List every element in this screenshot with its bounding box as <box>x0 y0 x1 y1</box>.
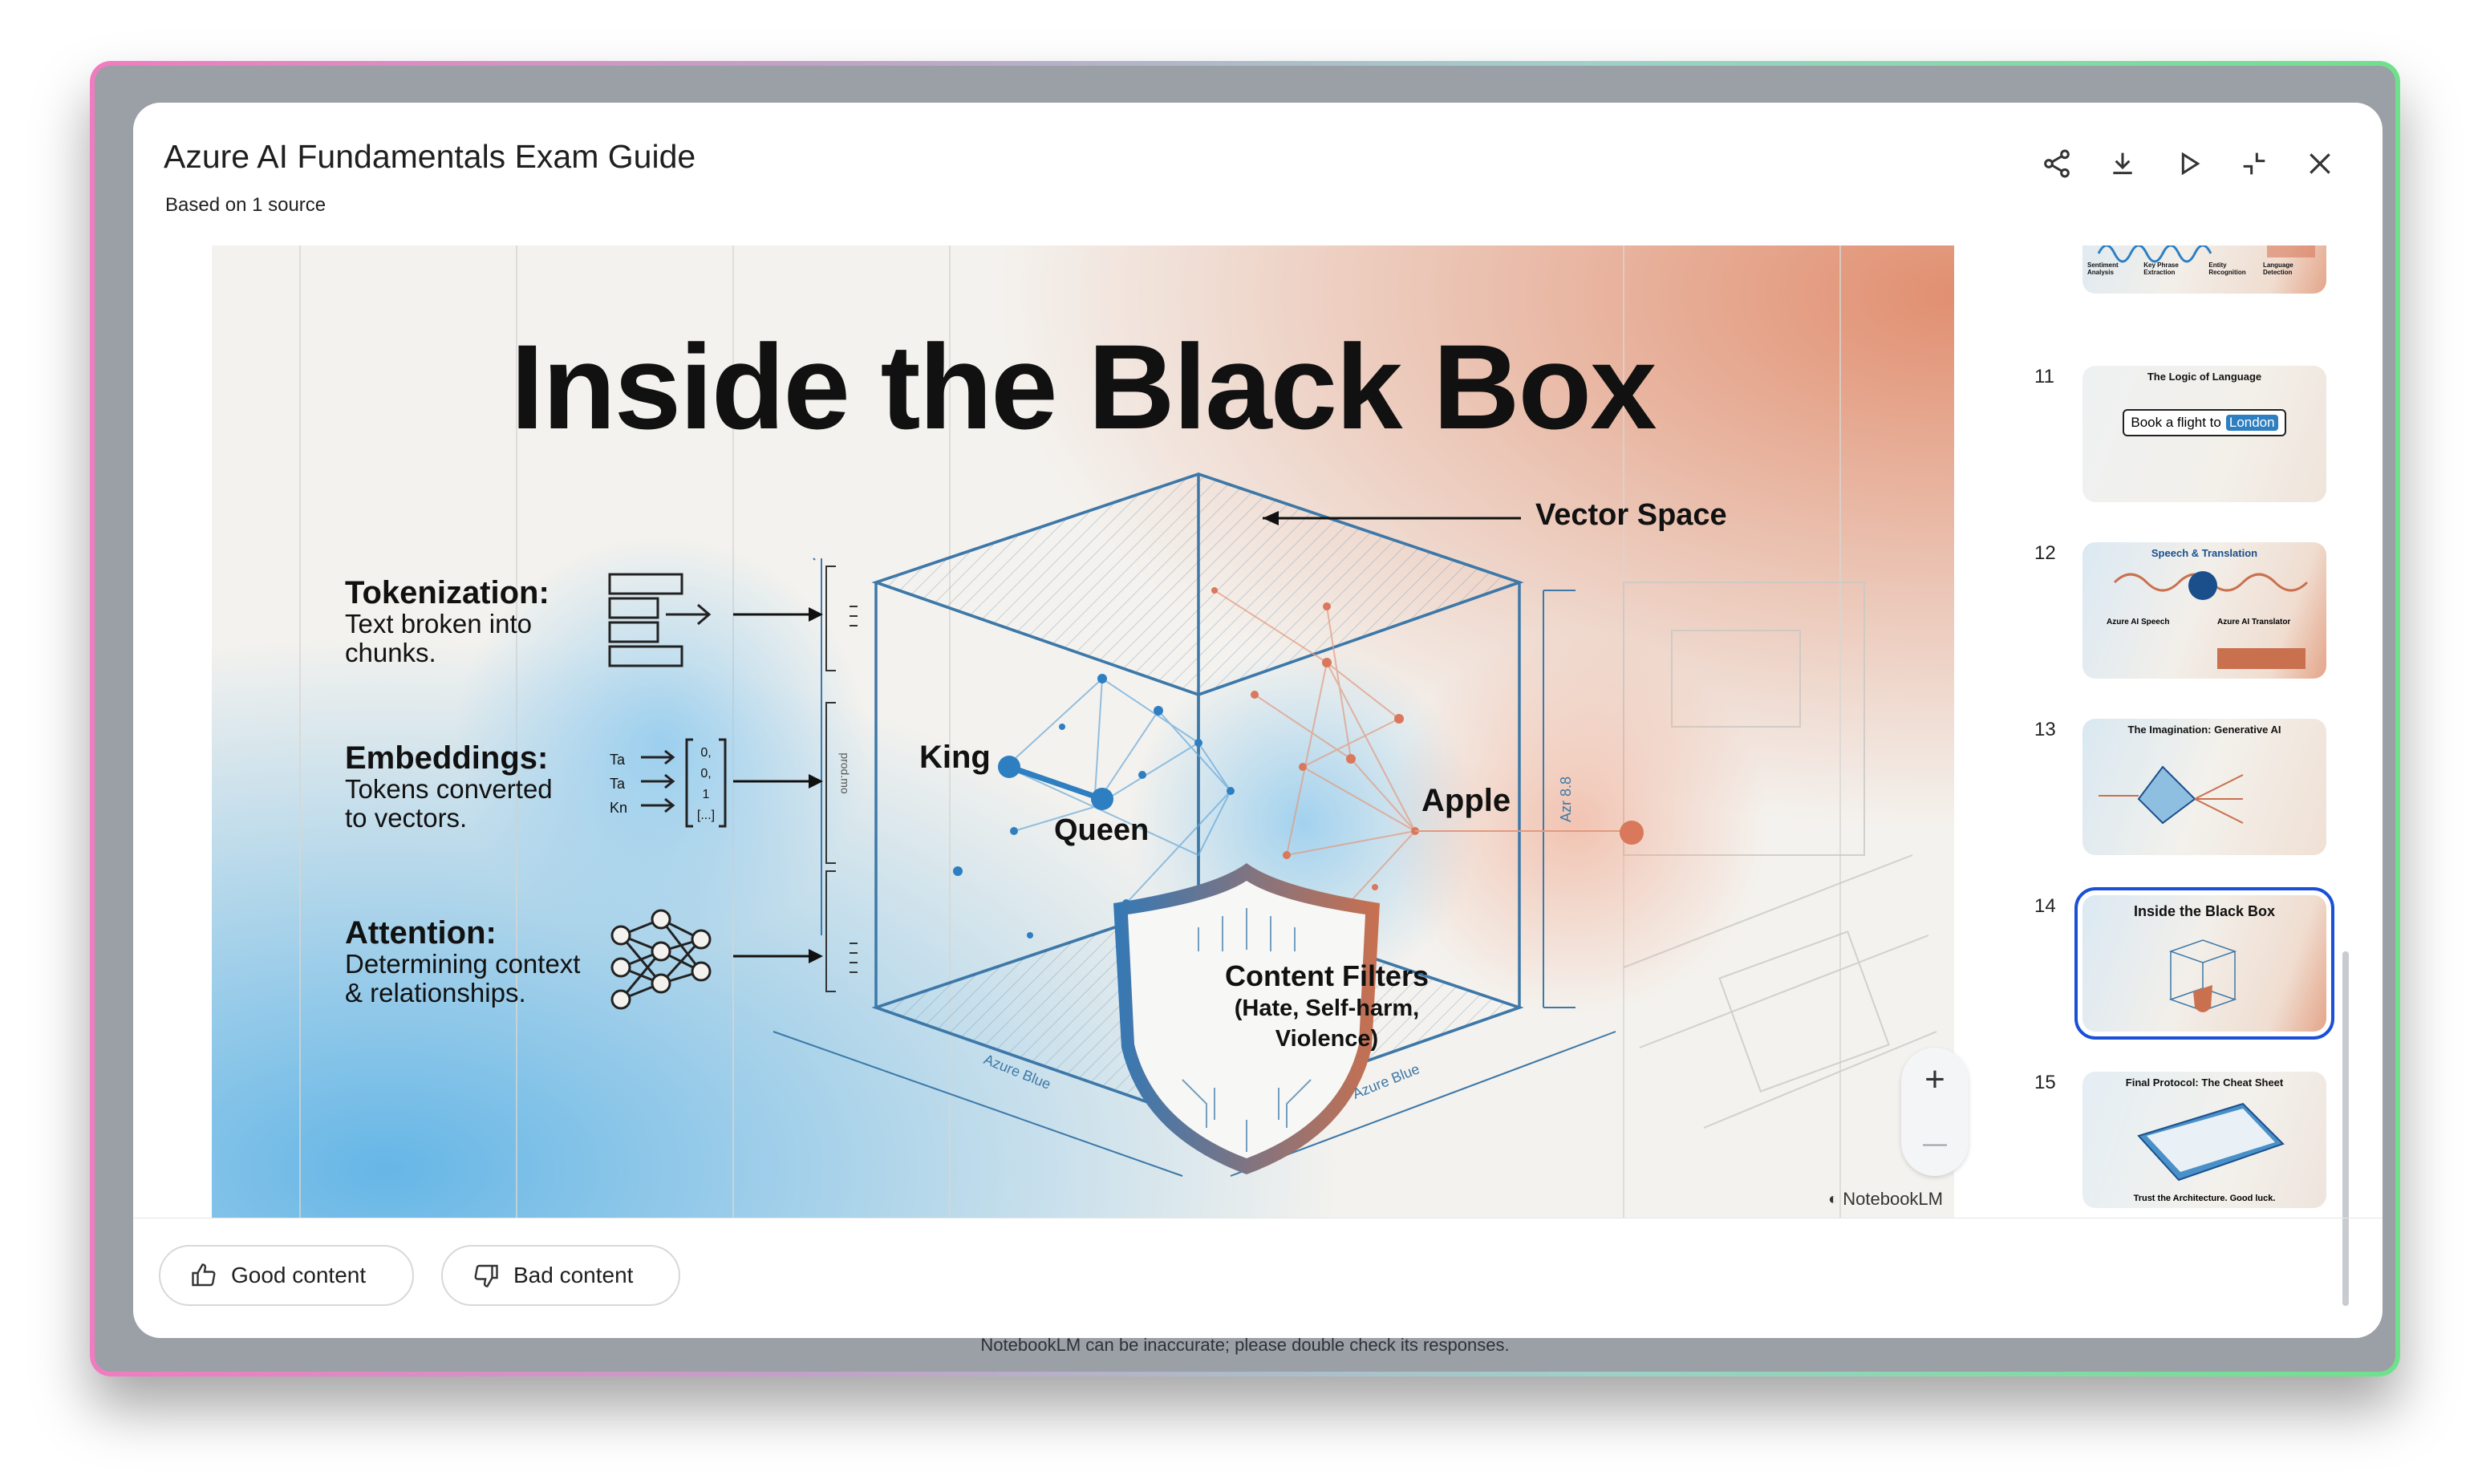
thumbnail-number: 14 <box>2034 895 2056 917</box>
good-content-label: Good content <box>231 1263 367 1287</box>
source-count: Based on 1 source <box>165 194 326 216</box>
embeddings-desc-2: to vectors. <box>345 803 468 833</box>
plus-icon: + <box>1924 1060 1945 1099</box>
zoom-in-button[interactable]: + <box>1901 1048 1969 1112</box>
thumb-label: Language Detection <box>2262 262 2293 276</box>
thumbnail-title: Final Protocol: The Cheat Sheet <box>2125 1077 2284 1089</box>
notebooklm-brand: ◐ NotebookLM <box>1828 1189 1943 1210</box>
download-button[interactable] <box>2099 140 2147 188</box>
thumbnail-number: 12 <box>2034 542 2056 564</box>
thumbnail-title: The Imagination: Generative AI <box>2127 724 2281 736</box>
thumb-phrase-a: Book a flight to <box>2131 415 2221 430</box>
vector-value: 0, <box>700 746 712 760</box>
slide-thumbnail-panel: Sentiment Analysis Key Phrase Extraction… <box>2026 245 2363 1218</box>
embeddings-heading: Embeddings: <box>345 740 549 776</box>
thumbnail-art <box>2137 1102 2285 1182</box>
thumbnail-number: 11 <box>2034 366 2054 387</box>
thumb-label: Sentiment Analysis <box>2087 262 2119 276</box>
attention-term: Attention: Determining context & relatio… <box>345 916 580 1008</box>
shield-line-2: Violence) <box>1275 1026 1379 1052</box>
thumbnail-number: 13 <box>2034 719 2056 740</box>
thumbnail-title: The Logic of Language <box>2147 371 2262 383</box>
thumb-right-label: Azure AI Translator <box>2217 618 2291 626</box>
thumbnail-art <box>2099 765 2244 825</box>
tokenization-desc-1: Text broken into <box>345 609 532 639</box>
vector-value: [...] <box>696 809 716 822</box>
thumb-phrase-b: London <box>2225 415 2278 431</box>
tokenization-term: Tokenization: Text broken into chunks. <box>345 576 550 667</box>
thumbnail-labels: Sentiment Analysis Key Phrase Extraction… <box>2087 262 2322 276</box>
close-icon <box>2310 153 2330 174</box>
dimension-label-vertical: Azr 8.8 <box>1558 776 1575 823</box>
notebooklm-logo-icon: ◐ <box>1828 1190 1839 1208</box>
thumbnail-slide-10[interactable]: Sentiment Analysis Key Phrase Extraction… <box>2082 245 2326 294</box>
play-icon <box>2181 152 2200 176</box>
tokenization-heading: Tokenization: <box>345 575 550 610</box>
thumbs-up-icon <box>192 1263 216 1287</box>
thumb-label: Entity Recognition <box>2208 262 2246 276</box>
thumbnail-art <box>2168 939 2237 1012</box>
thumbs-down-icon <box>474 1264 498 1287</box>
brand-text: NotebookLM <box>1843 1189 1943 1209</box>
attention-desc-2: & relationships. <box>345 978 526 1008</box>
node-queen: Queen <box>1054 813 1150 847</box>
zoom-control: + — <box>1901 1048 1969 1176</box>
good-content-button[interactable]: Good content <box>159 1245 414 1306</box>
thumbnail-slide-14[interactable]: Inside the Black Box <box>2074 887 2334 1040</box>
tokenization-desc-2: chunks. <box>345 638 436 667</box>
shield-title: Content Filters <box>1224 959 1429 992</box>
bad-content-button[interactable]: Bad content <box>441 1245 680 1306</box>
thumbnail-phrase: Book a flight to London <box>2123 409 2286 436</box>
current-slide: Inside the Black Box Vector Space Tokeni… <box>212 245 1954 1218</box>
slide-viewer-modal: Azure AI Fundamentals Exam Guide Based o… <box>133 103 2383 1338</box>
bad-content-label: Bad content <box>513 1263 634 1287</box>
viewer-toolbar <box>2033 140 2344 188</box>
vector-values: 0, 0, 1 [...] <box>696 743 716 826</box>
attention-heading: Attention: <box>345 915 497 951</box>
collapse-button[interactable] <box>2230 140 2278 188</box>
thumbnail-slide-11[interactable]: The Logic of Language Book a flight to L… <box>2082 366 2326 502</box>
vector-value: 0, <box>700 767 712 781</box>
node-apple: Apple <box>1421 783 1511 818</box>
embeddings-term: Embeddings: Tokens converted to vectors. <box>345 741 553 833</box>
token-label: Ta <box>610 752 626 768</box>
token-label: Ta <box>610 776 626 792</box>
thumbnail-footer: Trust the Architecture. Good luck. <box>2133 1194 2276 1203</box>
thumbnail-slide-13[interactable]: The Imagination: Generative AI <box>2082 719 2326 855</box>
thumbnail-title: Inside the Black Box <box>2133 903 2276 919</box>
zoom-out-button[interactable]: — <box>1901 1112 1969 1176</box>
vector-space-label: Vector Space <box>1535 498 1727 532</box>
disclaimer-text: NotebookLM can be inaccurate; please dou… <box>980 1335 1510 1355</box>
slide-title: Inside the Black Box <box>510 319 1657 454</box>
share-icon <box>2044 149 2070 178</box>
collapse-icon <box>2243 152 2265 175</box>
download-icon <box>2113 152 2132 175</box>
vector-value: 1 <box>702 788 710 801</box>
embeddings-desc-1: Tokens converted <box>345 774 553 804</box>
content-filters-shield: Content Filters (Hate, Self-harm, Violen… <box>1126 959 1527 1054</box>
share-button[interactable] <box>2033 140 2081 188</box>
thumb-left-label: Azure AI Speech <box>2107 618 2170 626</box>
thumbnail-art <box>2113 571 2309 669</box>
thumbnail-title: Speech & Translation <box>2151 547 2258 559</box>
minus-icon: — <box>1923 1130 1947 1157</box>
attention-desc-1: Determining context <box>345 949 581 979</box>
thumbnail-art <box>2097 245 2315 263</box>
play-button[interactable] <box>2164 140 2212 188</box>
thumbnail-scrollbar[interactable] <box>2342 951 2349 1306</box>
page-title: Azure AI Fundamentals Exam Guide <box>164 138 696 175</box>
close-button[interactable] <box>2296 140 2344 188</box>
thumbnail-slide-12[interactable]: Speech & Translation Azure AI Speech Azu… <box>2082 542 2326 679</box>
dimension-label-small: prod.mo <box>838 752 852 794</box>
thumb-label: Key Phrase Extraction <box>2143 262 2179 276</box>
node-king: King <box>919 740 991 775</box>
shield-line-1: (Hate, Self-harm, <box>1234 995 1420 1021</box>
slide-illustration <box>212 245 1954 1218</box>
thumbnail-slide-15[interactable]: Final Protocol: The Cheat Sheet Trust th… <box>2082 1072 2326 1208</box>
thumbnail-number: 15 <box>2034 1072 2056 1093</box>
token-labels: Ta Ta Kn <box>610 748 627 820</box>
token-label: Kn <box>610 800 628 816</box>
